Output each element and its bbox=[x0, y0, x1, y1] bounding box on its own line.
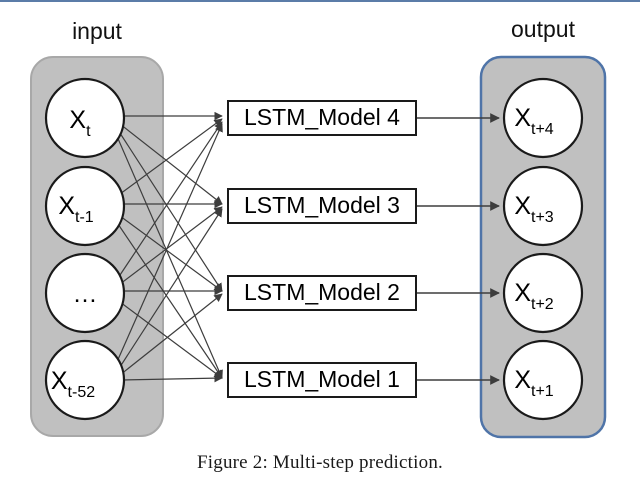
lstm-to-output-edges bbox=[416, 113, 500, 385]
lstm-model-box-3[interactable]: LSTM_Model 3 bbox=[227, 188, 417, 224]
node-circle[interactable] bbox=[44, 252, 126, 334]
node-circle[interactable] bbox=[502, 252, 584, 334]
box-rect[interactable] bbox=[227, 100, 417, 136]
output-node-1-base: X bbox=[514, 104, 531, 132]
input-node-4-sub: t-52 bbox=[68, 384, 96, 401]
output-node-1-sub: t+4 bbox=[531, 121, 554, 138]
output-node-4-base: X bbox=[514, 366, 531, 394]
input-node-2-sub: t-1 bbox=[75, 209, 94, 226]
node-circle[interactable] bbox=[502, 165, 584, 247]
svg-text:Xt-52: Xt-52 bbox=[51, 367, 95, 401]
input-node-1-sub: t bbox=[86, 123, 91, 140]
node-circle[interactable] bbox=[44, 339, 126, 421]
input-node-3-base: … bbox=[73, 280, 98, 308]
box-rect[interactable] bbox=[227, 275, 417, 311]
input-node-3[interactable]: … bbox=[44, 252, 126, 334]
box-rect[interactable] bbox=[227, 188, 417, 224]
svg-text:Xt: Xt bbox=[69, 106, 91, 140]
output-node-1[interactable]: Xt+4 bbox=[502, 77, 584, 159]
figure-caption: Figure 2: Multi-step prediction. bbox=[197, 452, 443, 473]
box-rect[interactable] bbox=[227, 362, 417, 398]
output-group-label: output bbox=[511, 16, 576, 42]
lstm-model-box-3-label: LSTM_Model 3 bbox=[244, 192, 400, 218]
output-node-2[interactable]: Xt+3 bbox=[502, 165, 584, 247]
svg-text:Xt+3: Xt+3 bbox=[514, 192, 553, 226]
lstm-model-box-1[interactable]: LSTM_Model 1 bbox=[227, 362, 417, 398]
node-circle[interactable] bbox=[502, 339, 584, 421]
node-circle[interactable] bbox=[502, 77, 584, 159]
input-node-1[interactable]: Xt bbox=[44, 77, 126, 159]
output-node-4[interactable]: Xt+1 bbox=[502, 339, 584, 421]
output-node-3[interactable]: Xt+2 bbox=[502, 252, 584, 334]
svg-text:…: … bbox=[73, 280, 98, 308]
svg-text:Xt-1: Xt-1 bbox=[58, 192, 93, 226]
input-to-lstm-edges bbox=[115, 111, 223, 383]
node-circle[interactable] bbox=[44, 77, 126, 159]
svg-text:Xt+4: Xt+4 bbox=[514, 104, 553, 138]
output-node-2-sub: t+3 bbox=[531, 209, 554, 226]
lstm-model-box-1-label: LSTM_Model 1 bbox=[244, 366, 400, 392]
lstm-model-box-4[interactable]: LSTM_Model 4 bbox=[227, 100, 417, 136]
node-circle[interactable] bbox=[44, 165, 126, 247]
output-node-3-sub: t+2 bbox=[531, 296, 554, 313]
input-node-4[interactable]: Xt-52 bbox=[44, 339, 126, 421]
output-group-container bbox=[479, 55, 607, 439]
page-top-rule bbox=[0, 0, 640, 2]
input-node-4-base: X bbox=[51, 367, 68, 395]
input-node-2-base: X bbox=[58, 192, 75, 220]
input-node-1-base: X bbox=[69, 106, 86, 134]
input-group-label: input bbox=[72, 18, 122, 44]
output-node-3-base: X bbox=[514, 279, 531, 307]
lstm-model-box-4-label: LSTM_Model 4 bbox=[244, 104, 400, 130]
output-node-2-base: X bbox=[514, 192, 531, 220]
input-node-2[interactable]: Xt-1 bbox=[44, 165, 126, 247]
svg-text:Xt+2: Xt+2 bbox=[514, 279, 553, 313]
output-node-4-sub: t+1 bbox=[531, 383, 554, 400]
svg-text:Xt+1: Xt+1 bbox=[514, 366, 553, 400]
lstm-model-box-2-label: LSTM_Model 2 bbox=[244, 279, 400, 305]
lstm-model-box-2[interactable]: LSTM_Model 2 bbox=[227, 275, 417, 311]
